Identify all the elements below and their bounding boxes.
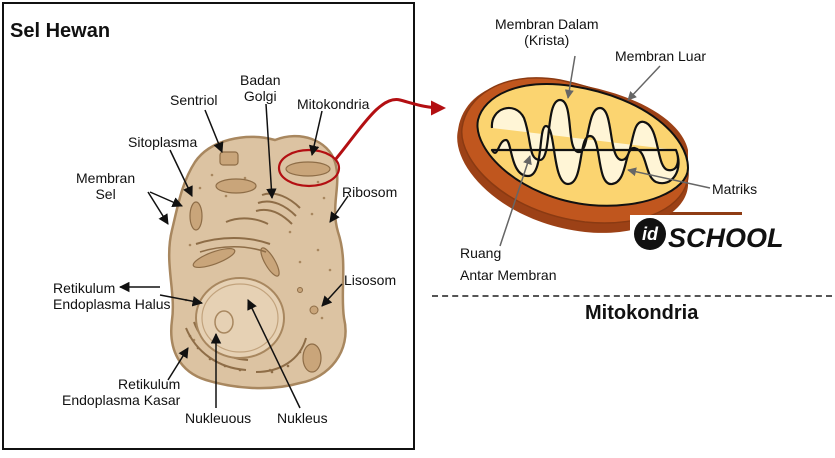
label-membran-sel: Membran Sel (76, 170, 136, 202)
idschool-logo: id SCHOOL (630, 215, 784, 253)
logo-prefix: id (642, 224, 659, 244)
animal-cell (167, 134, 347, 390)
lysosome (309, 305, 319, 315)
mitochondria-title: Mitokondria (585, 302, 699, 324)
nucleolus (214, 310, 234, 334)
zoom-arrow (333, 98, 446, 161)
label-nukleuous: Nukleuous (185, 410, 252, 426)
golgi-body (255, 192, 301, 225)
logo-suffix: SCHOOL (668, 223, 784, 253)
label-re-kasar: Retikulum Endoplasma Kasar (62, 376, 181, 408)
cristae (490, 98, 680, 186)
section-divider (432, 295, 832, 297)
animal-cell-title: Sel Hewan (10, 20, 111, 42)
label-lisosom: Lisosom (344, 272, 397, 288)
label-badan-golgi: Badan Golgi (240, 72, 281, 104)
label-mitokondria: Mitokondria (297, 96, 370, 112)
mitochondrion-detail (457, 77, 742, 233)
centriole (219, 151, 239, 166)
label-re-halus: Retikulum Endoplasma Halus (53, 280, 171, 312)
label-nukleus: Nukleus (277, 410, 328, 426)
cell-leader-arrows (147, 103, 349, 409)
label-sitoplasma: Sitoplasma (128, 134, 198, 150)
label-matriks: Matriks (712, 181, 758, 197)
label-membran-dalam: Membran Dalam (Krista) (495, 16, 599, 48)
label-sentriol: Sentriol (170, 92, 218, 108)
cell-mitochondrion (285, 161, 331, 177)
label-ribosom: Ribosom (342, 184, 398, 200)
label-membran-luar: Membran Luar (615, 48, 707, 64)
mito-leader-arrows (499, 55, 711, 247)
label-ruang-antar-membran: Ruang Antar Membran (460, 245, 557, 283)
